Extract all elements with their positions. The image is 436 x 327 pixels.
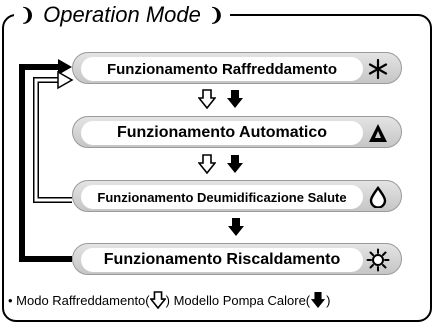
outer-loop-line [19, 64, 72, 262]
water-drop-icon [365, 184, 391, 210]
snowflake-icon [365, 56, 391, 82]
outer-loop-arrowhead [58, 59, 72, 75]
hollow-down-arrow-icon [198, 154, 216, 174]
inner-loop-arrowhead [57, 70, 74, 90]
legend: • Modo Raffreddamento( ) Modello Pompa C… [8, 291, 330, 309]
mode-auto: Funzionamento Automatico [72, 116, 402, 148]
inner-loop-outline-inner [34, 78, 72, 202]
mode-heating: Funzionamento Riscaldamento [72, 243, 402, 275]
arrow-row-1 [198, 89, 244, 109]
legend-suffix: ) [326, 292, 331, 308]
mode-dehumidify-label: Funzionamento Deumidificazione Salute [97, 189, 347, 205]
hollow-down-arrow-icon [149, 291, 166, 309]
mode-dehumidify: Funzionamento Deumidificazione Salute [72, 180, 402, 212]
hollow-down-arrow-icon [198, 89, 216, 109]
mode-cooling-label: Funzionamento Raffreddamento [106, 60, 337, 78]
legend-middle: ) Modello Pompa Calore( [165, 292, 311, 308]
solid-down-arrow-icon [311, 292, 326, 308]
solid-down-arrow-icon [227, 90, 243, 108]
mode-auto-label: Funzionamento Automatico [116, 124, 328, 141]
auto-mode-icon [365, 120, 391, 146]
sun-icon [365, 247, 391, 273]
mode-heating-label: Funzionamento Riscaldamento [103, 251, 341, 268]
arrow-row-2 [198, 154, 244, 174]
title-bar: ❩ Operation Mode ❩ [14, 0, 230, 30]
mode-cooling: Funzionamento Raffreddamento [72, 52, 402, 84]
page-title: Operation Mode [43, 2, 201, 27]
inner-loop-outline-outer [33, 77, 72, 203]
arrow-row-3 [227, 217, 245, 237]
solid-down-arrow-icon [227, 155, 243, 173]
legend-prefix: • Modo Raffreddamento( [8, 292, 150, 308]
title-right-mark: ❩ [208, 4, 224, 25]
solid-down-arrow-icon [228, 218, 244, 236]
title-left-mark: ❩ [20, 4, 36, 25]
